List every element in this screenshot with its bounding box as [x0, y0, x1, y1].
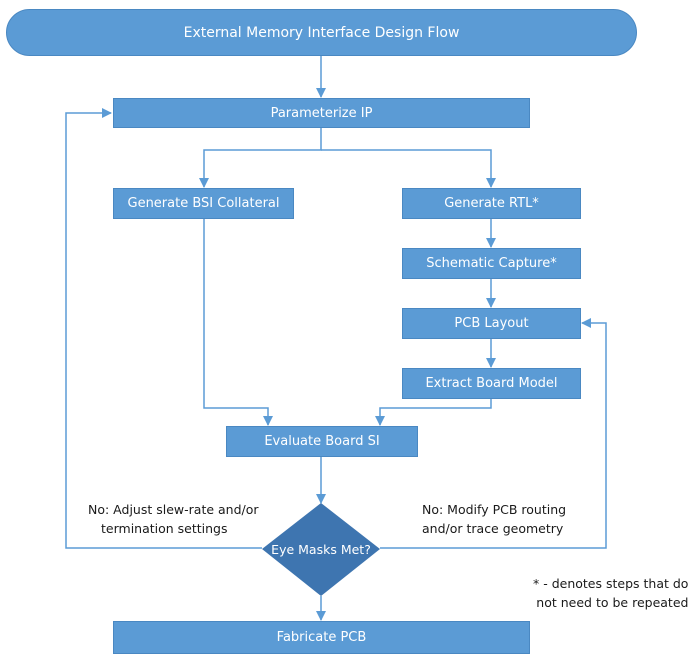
step-schematic-capture: Schematic Capture* — [402, 248, 581, 279]
footnote-line-2: not need to be repeated — [536, 595, 689, 610]
decision-eye-masks-met: Eye Masks Met? — [271, 541, 371, 557]
note-left-line-1: No: Adjust slew-rate and/or — [88, 502, 259, 517]
arrow-decision-no-left-loop — [65, 108, 262, 549]
note-left-no-branch: No: Adjust slew-rate and/or termination … — [88, 500, 259, 538]
step-extract-board-model: Extract Board Model — [402, 368, 581, 399]
note-right-no-branch: No: Modify PCB routing and/or trace geom… — [422, 500, 566, 538]
step-pcb-layout: PCB Layout — [402, 308, 581, 339]
arrow-bsi-to-evaluate — [203, 219, 273, 426]
arrow-parameterize-to-rtl — [321, 149, 496, 188]
step-generate-bsi-collateral: Generate BSI Collateral — [113, 188, 294, 219]
note-right-line-2: and/or trace geometry — [422, 521, 564, 536]
footnote: * - denotes steps that do not need to be… — [533, 574, 688, 612]
arrow-extract-to-evaluate — [375, 399, 492, 426]
arrow-parameterize-to-bsi — [199, 128, 322, 188]
step-fabricate-pcb: Fabricate PCB — [113, 621, 530, 654]
note-left-line-2: termination settings — [101, 521, 228, 536]
step-evaluate-board-si: Evaluate Board SI — [226, 426, 418, 457]
step-parameterize-ip: Parameterize IP — [113, 98, 530, 128]
arrow-decision-no-right-loop — [380, 318, 607, 549]
footnote-line-1: * - denotes steps that do — [533, 576, 689, 591]
step-generate-rtl: Generate RTL* — [402, 188, 581, 219]
decision-diamond-shape — [262, 503, 380, 596]
diagram-title: External Memory Interface Design Flow — [6, 9, 637, 56]
note-right-line-1: No: Modify PCB routing — [422, 502, 567, 517]
